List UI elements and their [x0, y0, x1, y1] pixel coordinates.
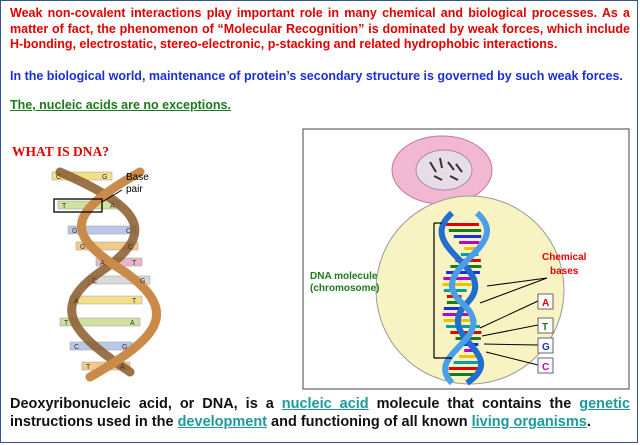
base-pointer-line	[479, 300, 539, 329]
base-box-C	[537, 357, 554, 374]
dna-rung	[464, 349, 476, 352]
section-title: WHAT IS DNA?	[12, 144, 110, 159]
dna-rung	[459, 241, 480, 244]
link-nucleic-acid[interactable]: nucleic acid	[281, 396, 369, 412]
definition-text-4: and functioning of all known	[267, 414, 472, 430]
base-letter-G: G	[542, 342, 550, 353]
base-letter: T	[64, 320, 69, 327]
dna-rung	[453, 361, 482, 364]
dna-rung	[459, 355, 480, 358]
base-letter: C	[56, 174, 61, 181]
base-letter: T	[62, 203, 67, 210]
base-pointer-line	[483, 343, 539, 346]
base-letter: C	[126, 228, 131, 235]
intro-paragraph-1: Weak non-covalent interactions play impo…	[10, 6, 630, 51]
base-letter: G	[72, 228, 77, 235]
base-letter: G	[122, 344, 127, 351]
dna-rung	[445, 223, 479, 226]
intro-paragraph-2: In the biological world, maintenance of …	[10, 69, 623, 83]
dna-rung	[442, 283, 473, 286]
base-pointer-line	[485, 351, 539, 366]
definition-text-1: Deoxyribonucleic acid, or DNA, is a	[10, 396, 282, 412]
callout-label-base: Base	[126, 172, 149, 183]
definition-text-3: instructions used in the	[10, 414, 178, 430]
nucleus-icon	[415, 149, 473, 191]
base-box-T	[537, 317, 554, 334]
intro-paragraph-3: The, nucleic acids are no exceptions.	[10, 98, 231, 112]
base-letter-T: T	[542, 322, 548, 333]
dna-rung	[453, 235, 482, 238]
base-letter-A: A	[542, 298, 549, 309]
definition-text-2: molecule that contains the	[368, 396, 580, 412]
chromosome-label: (chromosome)	[310, 283, 379, 294]
base-box-A	[537, 293, 554, 310]
base-pair-rung	[59, 317, 141, 327]
base-box-G	[537, 337, 554, 354]
base-letter: T	[132, 260, 137, 267]
chromosome-dna-figure: DNA molecule (chromosome) Chemical bases…	[302, 128, 630, 390]
dna-rung	[448, 367, 482, 370]
base-letter: G	[102, 174, 107, 181]
link-genetic[interactable]: genetic	[579, 396, 631, 412]
link-development[interactable]: development	[177, 414, 268, 430]
base-letter: T	[132, 298, 137, 305]
dna-rung	[448, 229, 482, 232]
dna-definition: Deoxyribonucleic acid, or DNA, is a nucl…	[10, 395, 630, 431]
dna-rung	[443, 277, 477, 280]
dna-rung	[446, 301, 462, 304]
base-letter: C	[128, 244, 133, 251]
base-letter: T	[86, 364, 91, 371]
base-letter: A	[110, 203, 115, 210]
link-living-organisms[interactable]: living organisms	[471, 414, 587, 430]
base-letter-C: C	[542, 362, 549, 373]
dna-rung	[443, 307, 467, 310]
dna-rung	[446, 325, 480, 328]
base-pair-rung	[75, 241, 139, 251]
dna-double-helix-figure: Base pair C G T A G C G C A T C G A T T A C G T A	[51, 167, 161, 382]
helix-strand-back	[55, 167, 140, 377]
base-letter: G	[80, 244, 85, 251]
base-letter: A	[74, 298, 79, 305]
base-letter: A	[120, 364, 125, 371]
base-letter: A	[130, 320, 135, 327]
dna-rung	[464, 247, 476, 250]
base-letter: A	[100, 260, 105, 267]
bases-label: bases	[550, 266, 579, 277]
dna-rung	[445, 373, 479, 376]
base-letter: G	[140, 278, 145, 285]
base-letter: C	[74, 344, 79, 351]
base-pointer-line	[481, 324, 539, 337]
dna-molecule-label: DNA molecule	[310, 271, 378, 282]
base-pair-highlight-box	[53, 198, 103, 213]
definition-text-5: .	[586, 414, 591, 430]
dna-rung	[450, 331, 482, 334]
callout-line	[101, 189, 123, 203]
callout-label-pair: pair	[126, 184, 143, 195]
dna-rung	[446, 271, 480, 274]
helix-strand-front	[77, 167, 161, 382]
base-letter: C	[92, 278, 97, 285]
chemical-bases-label: Chemical	[542, 252, 587, 263]
